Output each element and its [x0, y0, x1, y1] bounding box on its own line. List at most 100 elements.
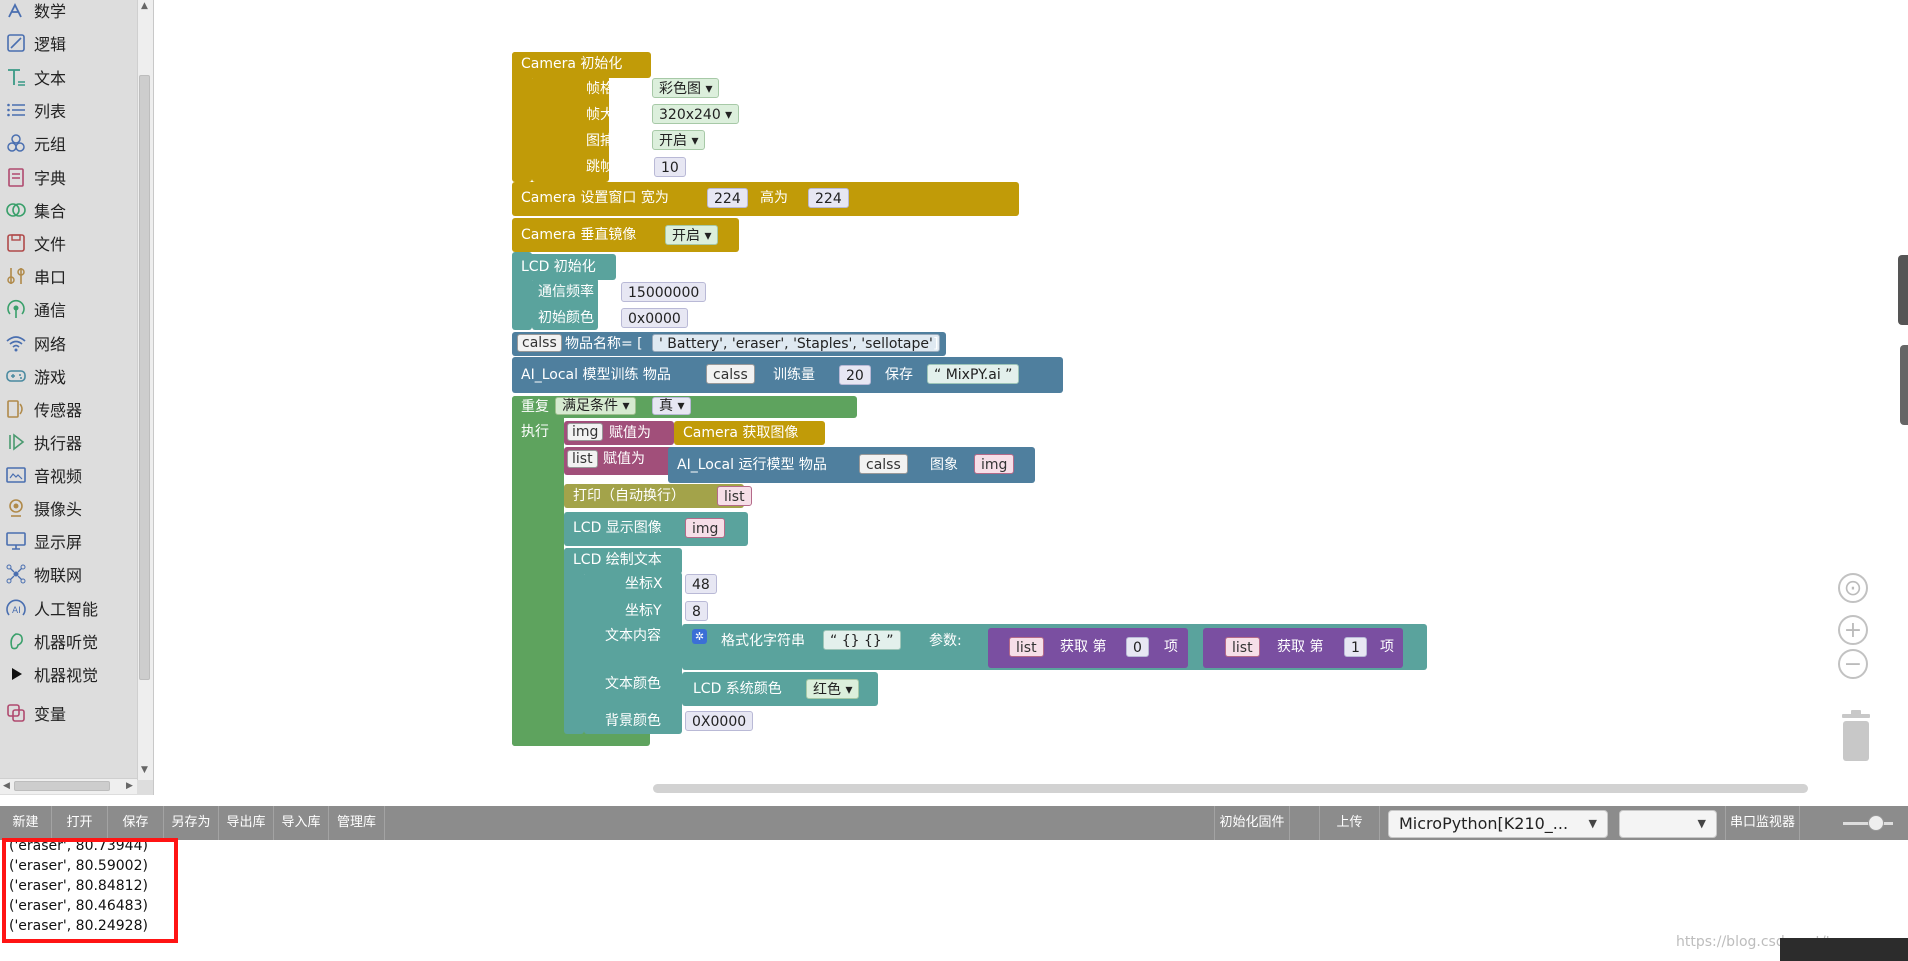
- loop-condition-dropdown[interactable]: 满足条件 ▾: [555, 397, 637, 415]
- scroll-right-icon[interactable]: ▶: [126, 781, 133, 791]
- board-select[interactable]: MicroPython[K210_...▼: [1388, 810, 1608, 838]
- sidebar-item-sensor[interactable]: 传感器: [0, 392, 140, 425]
- lcd-freq-input[interactable]: 15000000: [621, 282, 707, 302]
- loop-bool-dropdown[interactable]: 真 ▾: [652, 397, 692, 415]
- lcd-system-color-label: LCD 系统颜色: [693, 681, 782, 697]
- sidebar-item-play[interactable]: 机器视觉: [0, 657, 140, 690]
- get1-index-input[interactable]: 0: [1126, 637, 1149, 657]
- iot-icon: [3, 562, 29, 586]
- frame-size-dropdown[interactable]: 320x240 ▾: [652, 104, 740, 124]
- sidebar-item-serial[interactable]: 串口: [0, 259, 140, 292]
- lcd-init-title: LCD 初始化: [521, 259, 596, 275]
- sidebar-item-logic[interactable]: 逻辑: [0, 26, 140, 59]
- lcd-color-input[interactable]: 0x0000: [621, 308, 688, 328]
- coord-y-input[interactable]: 8: [685, 601, 708, 621]
- sidebar-item-audio-video[interactable]: 音视频: [0, 458, 140, 491]
- sidebar-item-label: 数学: [34, 1, 67, 21]
- coord-x-input[interactable]: 48: [685, 574, 717, 594]
- camera-window-block[interactable]: [512, 182, 1019, 216]
- lcd-init-block[interactable]: [512, 254, 616, 280]
- run-image-var[interactable]: img: [974, 454, 1015, 474]
- img-variable[interactable]: img: [567, 423, 604, 441]
- train-amount-input[interactable]: 20: [839, 365, 871, 385]
- scroll-up-icon[interactable]: ▲: [141, 1, 148, 11]
- toolbar-button-4[interactable]: 导出库: [219, 806, 274, 840]
- trash-icon[interactable]: [1838, 710, 1874, 762]
- sidebar-item-iot[interactable]: 物联网: [0, 557, 140, 590]
- zoom-in-icon[interactable]: +: [1838, 615, 1868, 645]
- recenter-icon[interactable]: ⊙: [1838, 573, 1868, 603]
- lcd-show-label: LCD 显示图像: [573, 520, 662, 536]
- window-width-input[interactable]: 224: [707, 188, 748, 208]
- sidebar-item-communication[interactable]: 通信: [0, 292, 140, 325]
- zoom-slider-handle[interactable]: [1868, 815, 1884, 831]
- train-file-input[interactable]: “ MixPY.ai ”: [927, 364, 1020, 384]
- toolbar-button-0[interactable]: 新建: [0, 806, 52, 840]
- workspace-horizontal-scrollbar[interactable]: [653, 784, 1808, 793]
- calss-variable[interactable]: calss: [517, 334, 562, 352]
- sidebar-item-set[interactable]: 集合: [0, 193, 140, 226]
- sidebar-item-ear[interactable]: 机器听觉: [0, 624, 140, 657]
- sidebar-item-file[interactable]: 文件: [0, 226, 140, 259]
- get1-list-var[interactable]: list: [1009, 637, 1044, 657]
- window-height-input[interactable]: 224: [808, 188, 849, 208]
- scroll-left-icon[interactable]: ◀: [3, 781, 10, 791]
- console-line: ('eraser', 80.73944): [9, 838, 148, 854]
- init-firmware-button[interactable]: 初始化固件: [1214, 806, 1290, 840]
- sidebar-hscroll-thumb[interactable]: [14, 781, 110, 791]
- list-variable[interactable]: list: [567, 450, 598, 468]
- camera-snapshot-block[interactable]: [674, 421, 825, 445]
- workspace-vertical-scrollbar[interactable]: [1900, 345, 1908, 425]
- mirror-dropdown[interactable]: 开启 ▾: [665, 225, 719, 245]
- capture-dropdown[interactable]: 开启 ▾: [652, 130, 706, 150]
- blockly-workspace[interactable]: Camera 初始化 帧格式 彩色图 ▾ 帧大小 320x240 ▾ 图捕捉 开…: [155, 0, 1908, 796]
- lcd-text-block[interactable]: [564, 548, 682, 574]
- color-dropdown[interactable]: 红色 ▾: [806, 679, 860, 699]
- ai-run-block[interactable]: [668, 447, 1035, 483]
- bg-color-input[interactable]: 0X0000: [685, 711, 754, 731]
- toolbar-button-5[interactable]: 导入库: [274, 806, 329, 840]
- serial-console[interactable]: [0, 840, 1908, 961]
- serial-monitor-button[interactable]: 串口监视器: [1725, 806, 1800, 840]
- toolbar-button-1[interactable]: 打开: [52, 806, 108, 840]
- sidebar-item-camera[interactable]: 摄像头: [0, 491, 140, 524]
- toolbar-button-6[interactable]: 管理库: [329, 806, 385, 840]
- settings-gear-icon[interactable]: ✲: [692, 629, 707, 644]
- run-object-var[interactable]: calss: [859, 454, 908, 474]
- sidebar-item-label: 机器视觉: [34, 665, 99, 685]
- sidebar-item-display[interactable]: 显示屏: [0, 524, 140, 557]
- toolbar-button-3[interactable]: 另存为: [164, 806, 219, 840]
- print-list-var[interactable]: list: [717, 486, 752, 506]
- toolbar-button-2[interactable]: 保存: [108, 806, 164, 840]
- sidebar-item-variable[interactable]: 变量: [0, 696, 140, 729]
- print-block[interactable]: [564, 484, 744, 508]
- camera-init-block[interactable]: [512, 52, 651, 78]
- sidebar-item-gamepad[interactable]: 游戏: [0, 359, 140, 392]
- sidebar-item-text[interactable]: 文本: [0, 60, 140, 93]
- get2-index-input[interactable]: 1: [1344, 637, 1367, 657]
- zoom-out-icon[interactable]: −: [1838, 649, 1868, 679]
- sidebar-item-tuple[interactable]: 元组: [0, 126, 140, 159]
- camera-init-spine: [512, 52, 532, 182]
- workspace-side-tab[interactable]: [1898, 255, 1908, 325]
- format-string-input[interactable]: “ {} {} ”: [823, 630, 901, 650]
- category-sidebar: [0, 0, 154, 795]
- upload-button[interactable]: 上传: [1320, 806, 1380, 840]
- port-select[interactable]: ▼: [1619, 810, 1717, 838]
- get2-list-var[interactable]: list: [1225, 637, 1260, 657]
- sidebar-item-actuator[interactable]: 执行器: [0, 425, 140, 458]
- sidebar-item-wifi[interactable]: 网络: [0, 326, 140, 359]
- lcd-show-img-var[interactable]: img: [685, 518, 726, 538]
- sidebar-item-list[interactable]: 列表: [0, 93, 140, 126]
- train-object-var[interactable]: calss: [706, 364, 755, 384]
- sidebar-scroll-thumb[interactable]: [139, 75, 150, 680]
- class-names-list[interactable]: ' Battery', 'eraser', 'Staples', 'sellot…: [652, 334, 940, 352]
- sidebar-item-math[interactable]: 数学: [0, 0, 140, 26]
- sidebar-item-label: 文件: [34, 234, 67, 254]
- text-color-label: 文本颜色: [605, 676, 661, 692]
- scroll-down-icon[interactable]: ▼: [141, 765, 148, 775]
- sidebar-item-dict[interactable]: 字典: [0, 160, 140, 193]
- frame-format-dropdown[interactable]: 彩色图 ▾: [652, 78, 720, 98]
- skip-frames-input[interactable]: 10: [654, 157, 686, 177]
